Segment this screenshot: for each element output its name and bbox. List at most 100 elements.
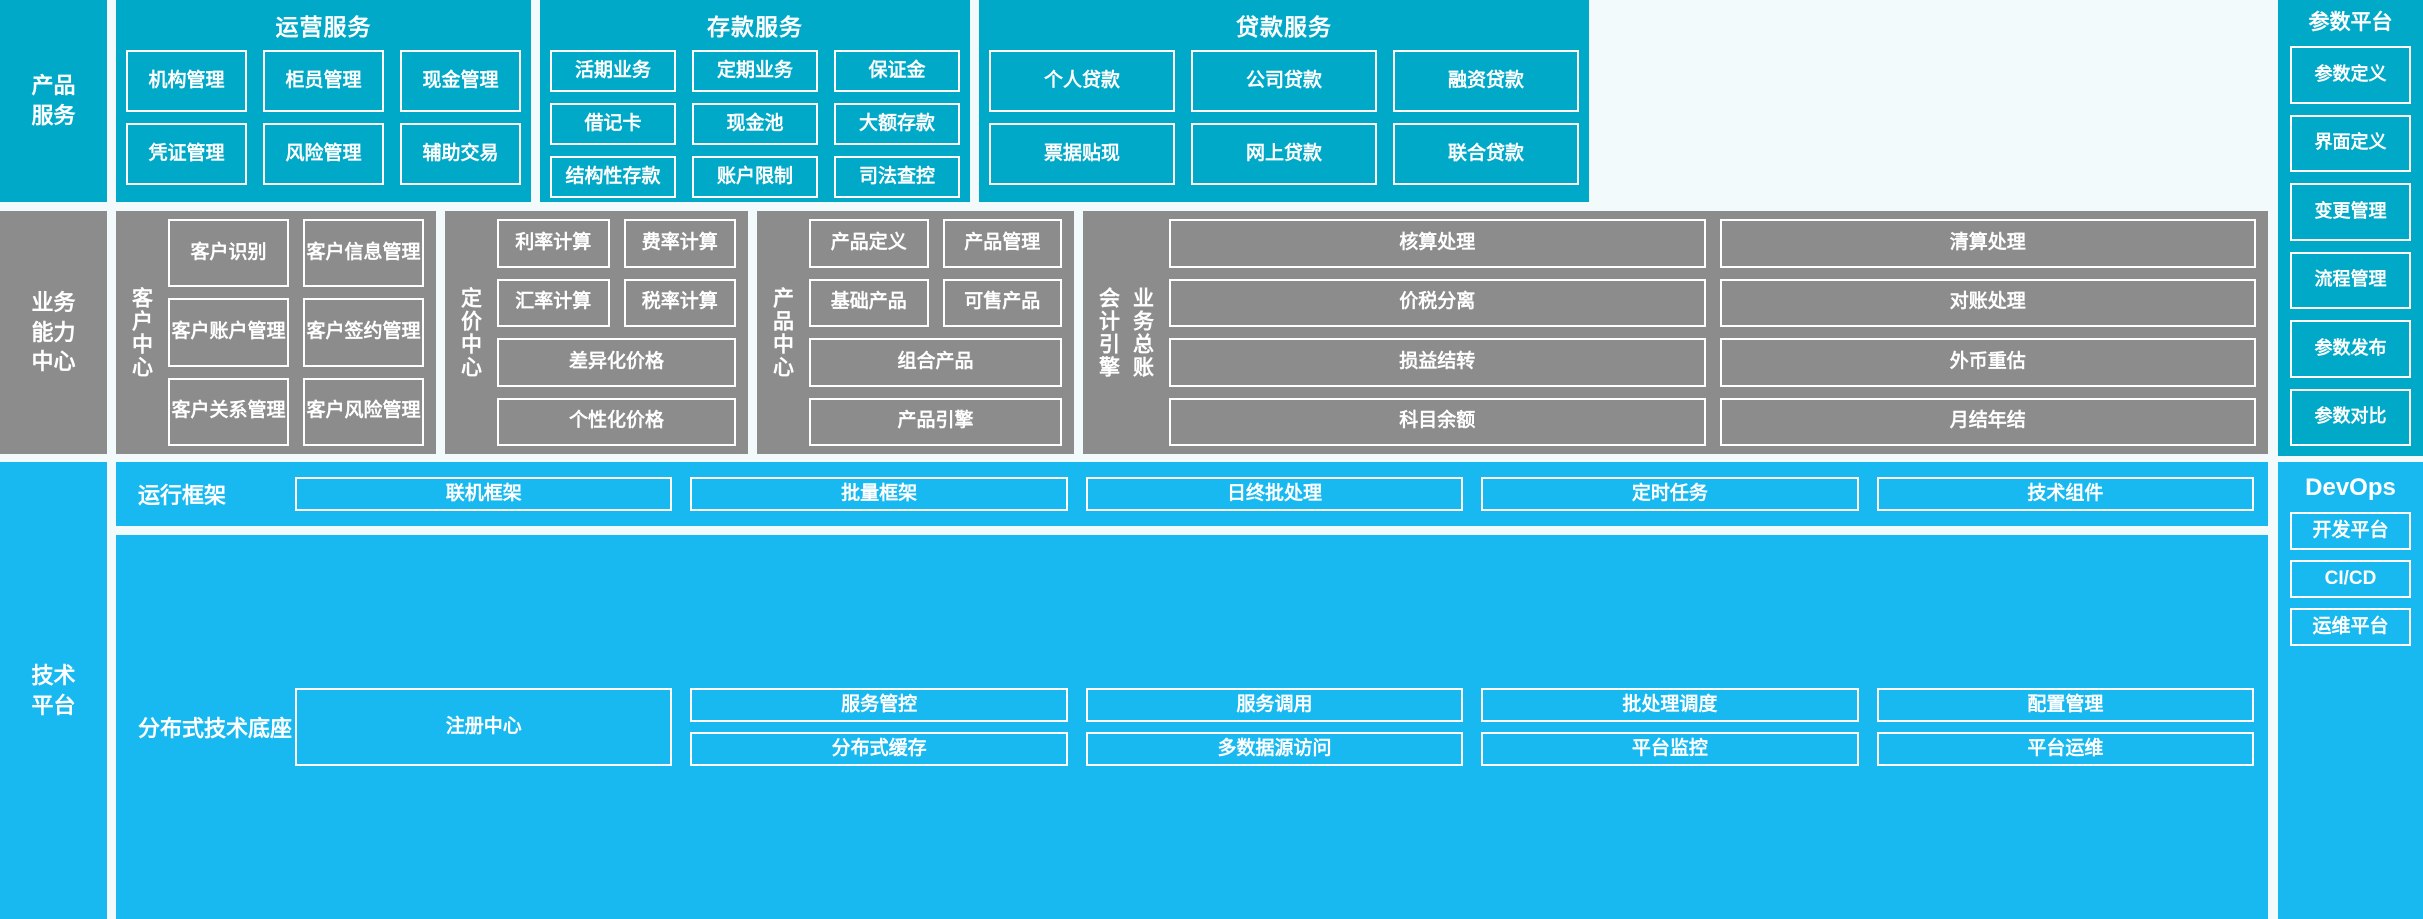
service-tile-jiegouxing-cunkuan[interactable]: 结构性存款 [550, 156, 676, 198]
operation-services-group: 运营服务 机构管理 柜员管理 现金管理 凭证管理 风险管理 辅助交易 [116, 0, 531, 202]
tech-tile-duo-shujuyuan-fangwen[interactable]: 多数据源访问 [1085, 732, 1464, 766]
pricing-center-label: 定价中心 [458, 286, 482, 379]
service-tile-jigou-guanli[interactable]: 机构管理 [126, 50, 247, 112]
capability-tile-duizhang-chuli[interactable]: 对账处理 [1719, 278, 2256, 327]
tech-tile-pichuli-diaodu[interactable]: 批处理调度 [1481, 688, 1859, 722]
tech-tile-dingshi-renwu[interactable]: 定时任务 [1481, 477, 1859, 511]
capability-tile-kehu-xinxi-guanli[interactable]: 客户信息管理 [303, 219, 424, 288]
runtime-framework-label: 运行框架 [138, 483, 227, 508]
service-tile-jieji-ka[interactable]: 借记卡 [550, 103, 676, 145]
band-label-technology-platform-text: 技术平台 [31, 662, 76, 718]
capability-tile-chayihua-jiage[interactable]: 差异化价格 [497, 338, 736, 387]
capability-tile-jiashui-fenli[interactable]: 价税分离 [1169, 278, 1706, 327]
service-tile-rongzi-daikuan[interactable]: 融资贷款 [1393, 50, 1579, 112]
service-tile-guiyuan-guanli[interactable]: 柜员管理 [263, 50, 384, 112]
service-tile-sifa-chakong[interactable]: 司法查控 [834, 156, 960, 198]
pricing-center-group: 定价中心 利率计算 费率计算 汇率计算 税率计算 差异化价格 个性化价格 [445, 211, 748, 454]
accounting-center-grid: 核算处理 清算处理 价税分离 对账处理 损益结转 外币重估 科目余额 月结年结 [1169, 219, 2256, 446]
capability-tile-kehu-guanxi-guanli[interactable]: 客户关系管理 [168, 377, 289, 446]
param-tile-canshu-fabu[interactable]: 参数发布 [2290, 320, 2411, 378]
service-tile-gongsi-daikuan[interactable]: 公司贷款 [1191, 50, 1377, 112]
accounting-center-labels: 会计引擎 业务总账 [1091, 219, 1159, 446]
tech-tile-pingtai-jiankong[interactable]: 平台监控 [1481, 732, 1859, 766]
capability-tile-gexinghua-jiage[interactable]: 个性化价格 [497, 397, 736, 446]
capability-tile-kehu-qianyue-guanli[interactable]: 客户签约管理 [303, 298, 424, 367]
capability-tile-kehu-shibie[interactable]: 客户识别 [168, 219, 289, 288]
capability-tile-qingsuan-chuli[interactable]: 清算处理 [1719, 219, 2256, 268]
param-tile-biangeng-guanli[interactable]: 变更管理 [2290, 183, 2411, 241]
distributed-foundation-strip: 分布式技术底座 注册中心 服务管控 分布式缓存 服务调用 多数据源访问 批处理调… [116, 535, 2268, 919]
tech-tile-fuwu-guankong[interactable]: 服务管控 [690, 688, 1068, 722]
service-tile-zhanghu-xianzhi[interactable]: 账户限制 [692, 156, 818, 198]
capability-tile-shuilv-jisuan[interactable]: 税率计算 [623, 278, 736, 327]
devops-list: 开发平台 CI/CD 运维平台 [2290, 512, 2411, 646]
runtime-col-5: 技术组件 [1876, 477, 2255, 511]
product-center-label: 产品中心 [770, 286, 794, 379]
capability-tile-kemu-yue[interactable]: 科目余额 [1169, 397, 1706, 446]
capability-tile-chanpin-yinqing[interactable]: 产品引擎 [809, 397, 1062, 446]
capability-tile-keshou-chanpin[interactable]: 可售产品 [942, 278, 1062, 327]
deposit-services-title: 存款服务 [707, 14, 803, 40]
runtime-col-3: 日终批处理 [1085, 477, 1464, 511]
service-tile-pingzheng-guanli[interactable]: 凭证管理 [126, 123, 247, 185]
parameter-platform-title: 参数平台 [2308, 11, 2393, 34]
capability-tile-lilv-jisuan[interactable]: 利率计算 [497, 219, 610, 268]
tech-tile-zhuce-zhongxin[interactable]: 注册中心 [295, 688, 673, 766]
service-tile-dae-cunkuan[interactable]: 大额存款 [834, 103, 960, 145]
capability-tile-kehu-zhanghu-guanli[interactable]: 客户账户管理 [168, 298, 289, 367]
service-tile-fengxian-guanli[interactable]: 风险管理 [263, 123, 384, 185]
distributed-foundation-label: 分布式技术底座 [138, 716, 293, 741]
capability-tile-sunyi-jiezhuan[interactable]: 损益结转 [1169, 338, 1706, 387]
tech-tile-peizhi-guanli[interactable]: 配置管理 [1876, 688, 2255, 722]
band-label-product-services-text: 产品服务 [31, 73, 76, 128]
tech-tile-jishu-zujian[interactable]: 技术组件 [1876, 477, 2255, 511]
param-tile-canshu-dingyi[interactable]: 参数定义 [2290, 46, 2411, 104]
runtime-framework-items: 联机框架 批量框架 日终批处理 定时任务 技术组件 [295, 477, 2255, 511]
capability-tile-feilv-jisuan[interactable]: 费率计算 [623, 219, 736, 268]
tech-tile-rizhong-pichuli[interactable]: 日终批处理 [1085, 477, 1464, 511]
capability-tile-yuejie-nianjie[interactable]: 月结年结 [1719, 397, 2256, 446]
service-tile-lianhe-daikuan[interactable]: 联合贷款 [1393, 123, 1579, 185]
service-tile-xianjin-guanli[interactable]: 现金管理 [400, 50, 521, 112]
tech-tile-lianji-kuangjia[interactable]: 联机框架 [295, 477, 673, 511]
devops-tile-yunwei-pingtai[interactable]: 运维平台 [2290, 608, 2411, 646]
capability-tile-chanpin-guanli[interactable]: 产品管理 [942, 219, 1062, 268]
parameter-platform-panel: 参数平台 参数定义 界面定义 变更管理 流程管理 参数发布 参数对比 [2278, 0, 2423, 456]
product-center-group: 产品中心 产品定义 产品管理 基础产品 可售产品 组合产品 产品引擎 [757, 211, 1074, 454]
foundation-col-2: 服务调用 多数据源访问 [1085, 688, 1464, 766]
param-tile-jiemian-dingyi[interactable]: 界面定义 [2290, 114, 2411, 172]
loan-services-group: 贷款服务 个人贷款 公司贷款 融资贷款 票据贴现 网上贷款 联合贷款 [979, 0, 1589, 202]
capability-tile-kehu-fengxian-guanli[interactable]: 客户风险管理 [303, 377, 424, 446]
customer-center-label: 客户中心 [129, 286, 153, 379]
loan-services-title: 贷款服务 [1236, 14, 1332, 40]
service-tile-wangshang-daikuan[interactable]: 网上贷款 [1191, 123, 1377, 185]
tech-tile-pingtai-yunwei[interactable]: 平台运维 [1876, 732, 2255, 766]
capability-tile-waibi-chonggu[interactable]: 外币重估 [1719, 338, 2256, 387]
service-tile-huoqi-yewu[interactable]: 活期业务 [550, 50, 676, 92]
service-tile-xianjin-chi[interactable]: 现金池 [692, 103, 818, 145]
service-tile-geren-daikuan[interactable]: 个人贷款 [989, 50, 1175, 112]
capability-tile-zuhe-chanpin[interactable]: 组合产品 [809, 338, 1062, 387]
tech-tile-fuwu-diaoyong[interactable]: 服务调用 [1085, 688, 1464, 722]
foundation-col-3: 批处理调度 平台监控 [1481, 688, 1859, 766]
param-tile-liucheng-guanli[interactable]: 流程管理 [2290, 251, 2411, 309]
customer-center-group: 客户中心 客户识别 客户信息管理 客户账户管理 客户签约管理 客户关系管理 客户… [116, 211, 436, 454]
tech-tile-piliang-kuangjia[interactable]: 批量框架 [690, 477, 1068, 511]
service-tile-piaoju-tiexian[interactable]: 票据贴现 [989, 123, 1175, 185]
accounting-center-label-bottom: 业务总账 [1130, 286, 1154, 379]
capability-tile-chanpin-dingyi[interactable]: 产品定义 [809, 219, 929, 268]
deposit-services-grid: 活期业务 定期业务 保证金 借记卡 现金池 大额存款 结构性存款 账户限制 司法… [550, 50, 960, 198]
service-tile-fuzhu-jiaoyi[interactable]: 辅助交易 [400, 123, 521, 185]
devops-panel: DevOps 开发平台 CI/CD 运维平台 [2278, 462, 2423, 919]
band-label-business-capability: 业务能力中心 [0, 211, 107, 454]
service-tile-dingqi-yewu[interactable]: 定期业务 [692, 50, 818, 92]
service-tile-baozhengjin[interactable]: 保证金 [834, 50, 960, 92]
param-tile-canshu-duibi[interactable]: 参数对比 [2290, 388, 2411, 446]
tech-tile-fenbushi-huancun[interactable]: 分布式缓存 [690, 732, 1068, 766]
deposit-services-group: 存款服务 活期业务 定期业务 保证金 借记卡 现金池 大额存款 结构性存款 账户… [540, 0, 970, 202]
capability-tile-huilv-jisuan[interactable]: 汇率计算 [497, 278, 610, 327]
devops-tile-kaifa-pingtai[interactable]: 开发平台 [2290, 512, 2411, 550]
devops-tile-ci-cd[interactable]: CI/CD [2290, 560, 2411, 598]
capability-tile-hesuan-chuli[interactable]: 核算处理 [1169, 219, 1706, 268]
capability-tile-jichu-chanpin[interactable]: 基础产品 [809, 278, 929, 327]
